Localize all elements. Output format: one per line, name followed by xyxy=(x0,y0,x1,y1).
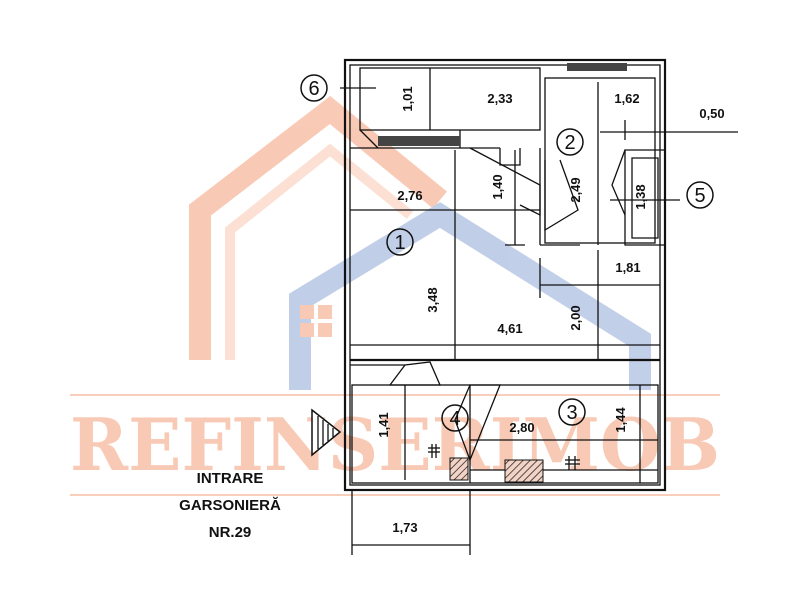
dim-2-33: 2,33 xyxy=(487,91,512,106)
room-marker-6: 6 xyxy=(300,74,328,102)
watermark-logo xyxy=(189,95,651,390)
room-marker-4: 4 xyxy=(441,404,469,432)
socket-room-3 xyxy=(565,456,580,470)
dimension-lines xyxy=(340,68,738,555)
dim-2-49: 2,49 xyxy=(568,177,583,202)
dim-3-48: 3,48 xyxy=(425,287,440,312)
room-marker-2: 2 xyxy=(556,128,584,156)
dim-2-76: 2,76 xyxy=(397,188,422,203)
dim-1-81: 1,81 xyxy=(615,260,640,275)
dim-1-40: 1,40 xyxy=(490,174,505,199)
outer-walls xyxy=(343,58,667,492)
dim-4-61: 4,61 xyxy=(497,321,522,336)
window-room-1 xyxy=(378,136,460,146)
svg-text:3: 3 xyxy=(566,402,577,424)
svg-text:5: 5 xyxy=(694,185,705,207)
door-room-1 xyxy=(469,147,541,217)
entrance-caption-line-1: INTRARE xyxy=(197,470,264,487)
entrance-caption-line-3: NR.29 xyxy=(209,524,252,541)
room-3-4-walls xyxy=(351,361,659,484)
svg-text:6: 6 xyxy=(308,78,319,100)
window-room-2 xyxy=(567,63,627,71)
room-2-walls xyxy=(544,77,656,244)
svg-text:1: 1 xyxy=(394,232,405,254)
room-marker-1: 1 xyxy=(386,228,414,256)
dim-2-80: 2,80 xyxy=(509,420,534,435)
dim-1-44: 1,44 xyxy=(613,407,628,433)
svg-text:2: 2 xyxy=(564,132,575,154)
room-5-walls xyxy=(611,149,666,246)
socket-room-4 xyxy=(428,444,440,458)
dim-1-73: 1,73 xyxy=(392,520,417,535)
watermark-brand: REFINSERIMOB xyxy=(70,402,720,487)
dim-1-01: 1,01 xyxy=(400,86,415,111)
dim-1-62: 1,62 xyxy=(614,91,639,106)
dim-1-38: 1,38 xyxy=(633,184,648,209)
vent-room-3 xyxy=(504,459,544,483)
dim-1-41: 1,41 xyxy=(376,412,391,437)
room-marker-3: 3 xyxy=(558,398,586,426)
dim-2-00: 2,00 xyxy=(568,305,583,330)
entrance-arrow-icon xyxy=(311,408,342,457)
door-room-1-frame xyxy=(499,148,521,166)
vent-room-4 xyxy=(449,457,469,481)
entrance-caption-line-2: GARSONIERĂ xyxy=(179,497,281,514)
room-marker-5: 5 xyxy=(686,181,714,209)
svg-text:4: 4 xyxy=(449,408,460,430)
dim-0-50: 0,50 xyxy=(699,106,724,121)
